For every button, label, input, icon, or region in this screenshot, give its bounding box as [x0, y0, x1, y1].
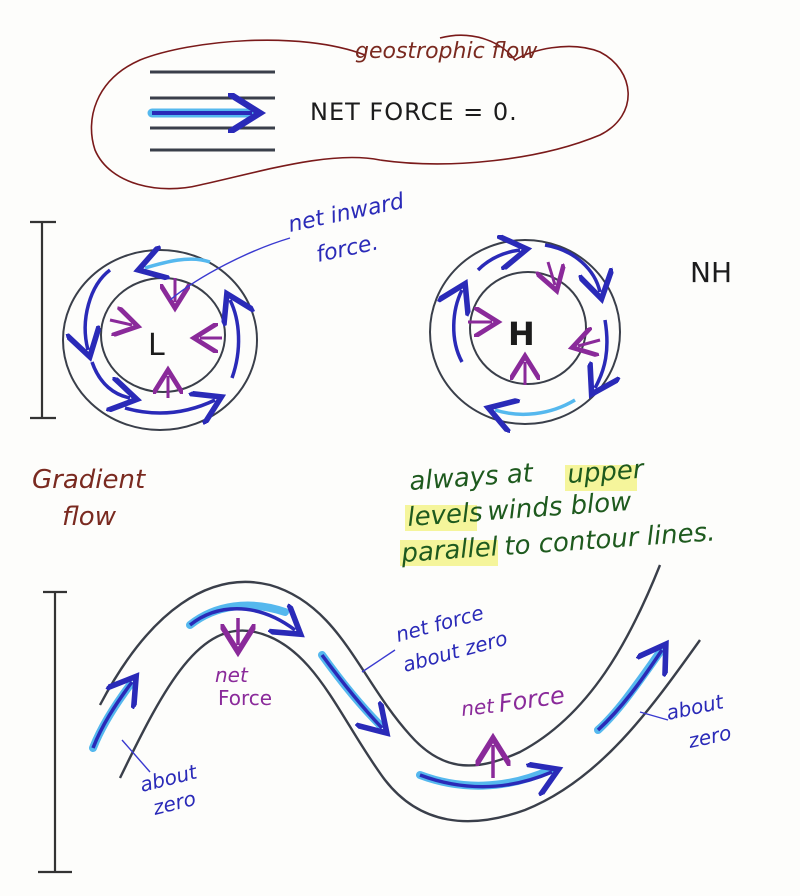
high-wind-arrow	[454, 290, 462, 363]
trough-force-label: Force	[218, 686, 272, 710]
highlight-levels	[405, 505, 477, 531]
left-bracket-bottom	[38, 590, 72, 874]
highlight-parallel	[400, 540, 498, 566]
net-force-equation: NET FORCE = 0.	[310, 98, 518, 126]
low-wind-arrow	[145, 259, 211, 268]
high-wind-arrow	[544, 243, 600, 292]
low-label: L	[148, 328, 165, 363]
wave-section: net force about zero net Force net Force…	[89, 564, 733, 823]
wave-wind-arrow	[91, 682, 132, 749]
low-wind-arrow	[85, 268, 112, 350]
high-force-arrow	[548, 261, 555, 285]
high-wind-arrow	[495, 400, 576, 414]
wave-wind-arrow	[416, 766, 554, 790]
low-force-arrow	[109, 320, 132, 325]
low-wind-arrow	[90, 361, 130, 398]
net-inward-force-label-2: force.	[314, 230, 381, 268]
gradient-flow-label-1: Gradient	[32, 465, 146, 495]
about-zero-right-1: about	[664, 689, 727, 725]
wave-contour-upper	[98, 564, 662, 767]
upper-level-note: always at upper levels winds blow parall…	[399, 455, 716, 569]
annotation-leader-line	[169, 237, 291, 301]
wave-wind-arrow	[596, 650, 662, 732]
left-bracket-top	[30, 220, 56, 420]
note-line-1b: upper	[566, 455, 646, 490]
hemisphere-label: NH	[690, 256, 732, 289]
note-line-2b: winds blow	[486, 487, 633, 527]
wave-leader-line	[121, 739, 151, 773]
wave-wind-arrow	[419, 772, 552, 787]
gradient-flow-label-2: flow	[62, 502, 117, 532]
high-force-arrow	[578, 340, 601, 346]
ridge-net-label: net	[460, 694, 496, 721]
wave-contour-lower	[118, 629, 701, 823]
geostrophic-section: geostrophic flow NET FORCE = 0.	[90, 34, 629, 190]
highlight-upper	[565, 465, 637, 491]
about-zero-right-2: zero	[685, 720, 733, 753]
net-inward-force-label-1: net inward	[286, 189, 407, 238]
high-wind-arrow	[476, 250, 520, 272]
high-pressure-system: H	[429, 240, 621, 424]
low-wind-arrow	[230, 300, 239, 379]
note-line-2a: levels	[406, 498, 483, 533]
ridge-force-label: Force	[497, 681, 567, 718]
high-label: H	[508, 315, 535, 353]
low-pressure-system: L	[62, 250, 258, 431]
wave-leader-line	[361, 649, 396, 673]
wave-wind-arrow	[188, 609, 295, 630]
wave-leader-line	[639, 711, 669, 721]
note-line-1a: always at	[408, 458, 534, 497]
cloud-outline	[90, 34, 629, 190]
note-line-3b: to contour lines.	[503, 517, 716, 562]
geostrophic-title: geostrophic flow	[355, 39, 538, 64]
wave-wind-arrow	[320, 653, 382, 728]
low-wind-arrow	[124, 400, 215, 413]
note-line-3a: parallel	[399, 532, 499, 569]
high-wind-arrow	[595, 319, 607, 388]
trough-net-label: net	[215, 663, 249, 687]
